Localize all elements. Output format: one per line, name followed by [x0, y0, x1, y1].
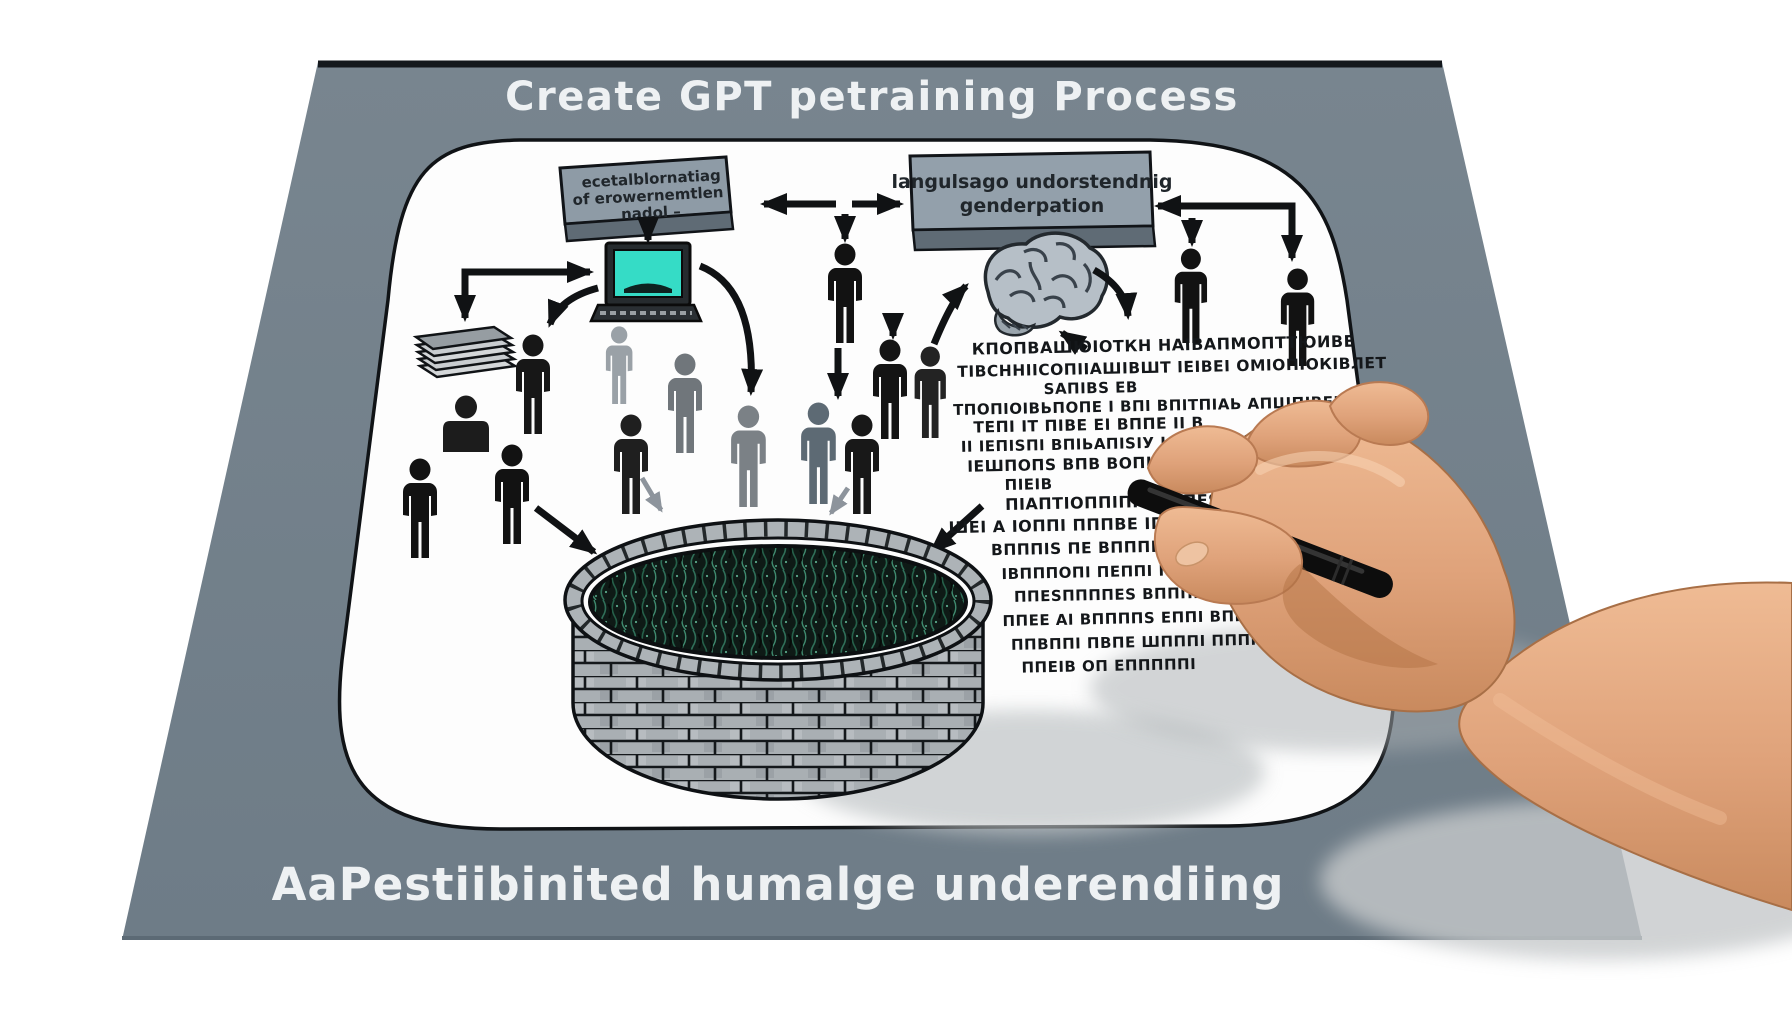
stick-figures	[403, 243, 1315, 558]
arrow-laptop-curve-down	[698, 262, 764, 396]
laptop-icon	[589, 241, 703, 323]
scribble-line: ППЕІВ ОП ЕПППППІ	[1021, 655, 1196, 677]
arm-highlight	[1493, 693, 1727, 825]
well-data-pool	[588, 544, 968, 660]
scribble-line: ЅАПІВЅ ЕВ	[1043, 378, 1138, 398]
scribble-line: ПІЕІВ	[1004, 475, 1052, 494]
arrow-brain-to-text	[1092, 266, 1138, 320]
arrow-text-to-well-right	[929, 503, 985, 554]
flow-arrows-gray	[639, 476, 851, 516]
pen-rings	[1331, 555, 1354, 586]
hand-with-pen	[1127, 381, 1792, 912]
well-rim-inner-edge	[580, 536, 976, 666]
arrow-gray-small1	[639, 476, 664, 513]
forearm	[1458, 581, 1792, 912]
scribble-line: ТЕПІ ІТ ПІВЕ ЕІ ВППЕ ІІ В	[973, 414, 1204, 437]
brain-gyri	[994, 242, 1092, 309]
flow-box-right-line2: genderpation	[960, 195, 1104, 217]
well-rim-outer-edge	[563, 518, 993, 682]
well-rim-joints	[564, 519, 992, 681]
scribble-line: ППЕЕ АІ ВППППЅ ЕППІ ВПППП	[1002, 606, 1274, 630]
board-title: Create GPT petraining Process	[505, 74, 1239, 120]
documents-stack-icon	[412, 325, 519, 379]
flow-box-right-line1: langulsago undorstendnig	[891, 171, 1172, 193]
flow-box-right: langulsago undorstendnig genderpation	[891, 150, 1173, 252]
stick-figure-bust	[443, 395, 489, 452]
brain-cerebellum-lines	[1001, 320, 1029, 331]
thumb	[1153, 506, 1304, 605]
brain-cerebellum	[994, 308, 1036, 337]
scribble-line: ППЕЅППППЕЅ ВППППЕ	[1014, 584, 1217, 606]
board-caption: AaPestiibinited humalge underendiing	[272, 858, 1285, 911]
arrow-elbow-papers-laptop	[454, 261, 594, 322]
hand-shading	[1282, 564, 1438, 668]
arrow-text-to-brain	[1058, 330, 1088, 355]
flow-arrows	[454, 193, 1303, 555]
arrow-laptop-to-figure	[546, 284, 599, 328]
thumb-nail	[1175, 541, 1209, 567]
finger-ring	[1328, 381, 1430, 446]
arrow-gray-small2	[828, 486, 851, 516]
arrow-figure-to-well-left	[533, 505, 598, 555]
arrow-elbow-figure-box	[1154, 195, 1303, 262]
scribble-line: ППВППІ ПВПЕ ШПППІ ПППП	[1011, 631, 1264, 654]
data-well-icon	[563, 518, 993, 801]
brain-icon	[983, 231, 1110, 337]
laptop-screen-glyph	[624, 283, 672, 293]
flow-box-left-line3: nadol –	[621, 202, 682, 223]
brain-body	[983, 231, 1110, 329]
arrow-figure-to-brain	[930, 283, 969, 346]
finger-index	[1146, 425, 1259, 495]
knuckle-highlight	[1255, 451, 1405, 487]
